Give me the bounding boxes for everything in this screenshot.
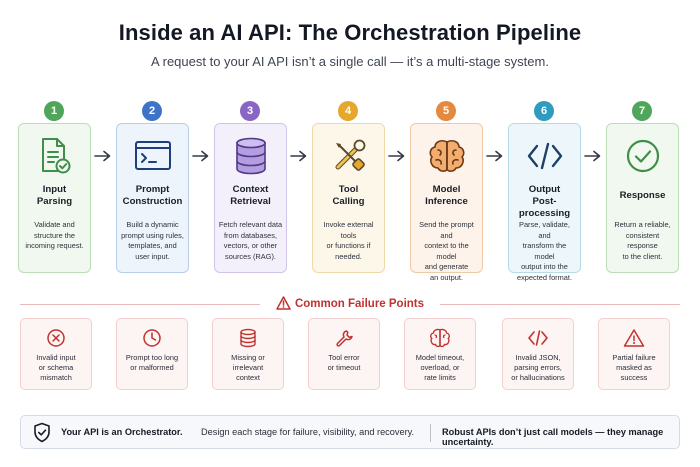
footer-text: Design each stage for failure, visibilit… [201, 427, 415, 437]
stage-title: Prompt Construction [122, 184, 183, 207]
arrow-right-icon [486, 150, 503, 162]
stage-number-2: 2 [142, 101, 162, 121]
stage-card-context-retrieval: Context Retrieval Fetch relevant data fr… [214, 123, 287, 273]
arrow-right-icon [192, 150, 209, 162]
stage-card-prompt-construction: Prompt Construction Build a dynamic prom… [116, 123, 189, 273]
document-check-icon [19, 134, 90, 178]
failure-points-title: Common Failure Points [294, 298, 425, 310]
failure-text: Tool error or timeout [327, 353, 361, 372]
stage-description: Parse, validate, and transform the model… [516, 220, 573, 282]
stage-description: Fetch relevant data from databases, vect… [218, 220, 283, 261]
code-brackets-icon [509, 134, 580, 178]
brain-icon [405, 327, 475, 349]
footer-banner: Your API is an Orchestrator. Design each… [20, 415, 680, 449]
database-icon [213, 327, 283, 349]
arrow-right-icon [388, 150, 405, 162]
failure-text: Model timeout, overload, or rate limits [415, 353, 465, 382]
arrow-right-icon [94, 150, 111, 162]
footer-right-text: Robust APIs don’t just call models — the… [442, 427, 664, 447]
check-circle-icon [607, 134, 678, 178]
failure-points-header: Common Failure Points [0, 295, 700, 313]
failure-text: Invalid JSON, parsing errors, or halluci… [511, 353, 565, 382]
stage-title: Response [619, 190, 666, 201]
database-icon [215, 134, 286, 178]
stage-number-1: 1 [44, 101, 64, 121]
stage-title: Context Retrieval [230, 184, 271, 207]
stage-card-output-post-processing: Output Post-processing Parse, validate, … [508, 123, 581, 282]
wrench-screwdriver-icon [313, 134, 384, 178]
failure-text: Invalid input or schema mismatch [36, 353, 76, 382]
stage-number-3: 3 [240, 101, 260, 121]
stage-description: Send the prompt and context to the model… [419, 220, 474, 282]
stage-description: Build a dynamic prompt using rules, temp… [121, 220, 184, 261]
failure-card: Prompt too long or malformed [116, 318, 188, 390]
stage-title: Tool Calling [332, 184, 365, 207]
failure-card: Invalid input or schema mismatch [20, 318, 92, 390]
stage-number-4: 4 [338, 101, 358, 121]
stage-card-model-inference: Model Inference Send the prompt and cont… [410, 123, 483, 282]
stage-number-5: 5 [436, 101, 456, 121]
stage-card-tool-calling: Tool Calling Invoke external tools or fu… [312, 123, 385, 273]
divider [440, 304, 680, 305]
failure-card: Tool error or timeout [308, 318, 380, 390]
wrench-icon [309, 327, 379, 349]
clock-icon [117, 327, 187, 349]
stage-title: Model Inference [425, 184, 468, 207]
failure-text: Prompt too long or malformed [125, 353, 179, 372]
terminal-window-icon [117, 134, 188, 178]
shield-icon [33, 422, 51, 448]
divider [20, 304, 260, 305]
stage-number-6: 6 [534, 101, 554, 121]
warning-triangle-icon [276, 296, 291, 313]
page-subtitle: A request to your AI API isn’t a single … [151, 54, 549, 69]
failure-card: Partial failure masked as success [598, 318, 670, 390]
stage-number-7: 7 [632, 101, 652, 121]
stage-title: Input Parsing [36, 184, 73, 207]
stage-description: Validate and structure the incoming requ… [25, 220, 84, 250]
stage-card-response: Response Return a reliable, consistent r… [606, 123, 679, 273]
stage-description: Return a reliable, consistent response t… [614, 220, 671, 261]
code-brackets-icon [503, 327, 573, 349]
warning-triangle-icon [599, 327, 669, 349]
arrow-right-icon [584, 150, 601, 162]
stage-title: Output Post-processing [518, 184, 571, 219]
failure-card: Invalid JSON, parsing errors, or halluci… [502, 318, 574, 390]
failure-text: Partial failure masked as success [612, 353, 656, 382]
stage-card-input-parsing: Input Parsing Validate and structure the… [18, 123, 91, 273]
failure-card: Model timeout, overload, or rate limits [404, 318, 476, 390]
page-title: Inside an AI API: The Orchestration Pipe… [118, 20, 582, 45]
brain-icon [411, 134, 482, 178]
failure-text: Missing or irrelevant context [231, 353, 265, 382]
x-circle-icon [21, 327, 91, 349]
footer-bold-text: Your API is an Orchestrator. [61, 427, 183, 437]
arrow-right-icon [290, 150, 307, 162]
failure-card: Missing or irrelevant context [212, 318, 284, 390]
divider [430, 424, 431, 442]
stage-description: Invoke external tools or functions if ne… [323, 220, 374, 261]
